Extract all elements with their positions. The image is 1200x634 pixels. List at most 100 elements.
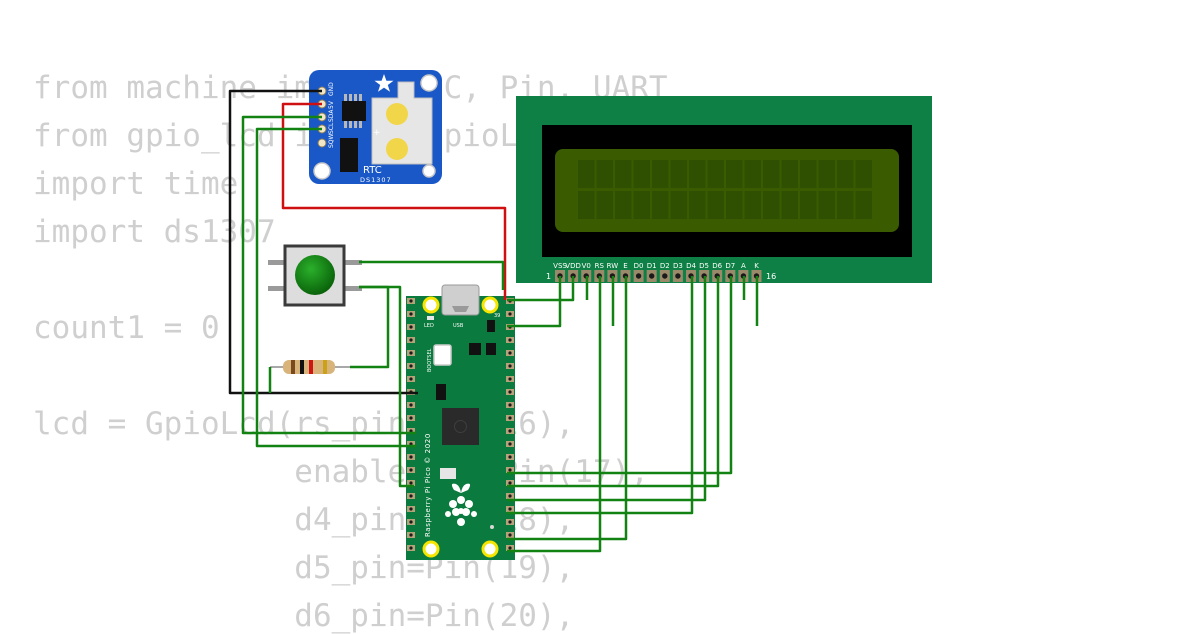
code-line: d6_pin=Pin(20),: [33, 598, 575, 634]
svg-text:+: +: [373, 128, 381, 138]
pico-gpio-pin-hole: [409, 455, 413, 459]
button-leg: [268, 286, 286, 291]
wire-lcd-d5[interactable]: [507, 276, 707, 502]
pico-gpio-pin-hole: [508, 390, 512, 394]
rtc-chip: [342, 94, 366, 128]
lcd-pin-label: D3: [673, 262, 683, 270]
wire-scl[interactable]: [255, 127, 416, 448]
board-label: Raspberry Pi Pico © 2020: [424, 433, 432, 537]
resistor-band: [300, 360, 304, 374]
rtc-pin-label: SCL: [328, 122, 335, 134]
raspberry-pi-pico-board[interactable]: LED USB 39 BOOTSEL Raspberry Pi Pico © 2…: [406, 284, 515, 560]
pico-gpio-pin-hole: [409, 520, 413, 524]
wire-lcd-vdd[interactable]: [507, 276, 575, 302]
usb-port[interactable]: [441, 284, 480, 316]
lcd-character-cells: [578, 160, 872, 219]
smd-component: [486, 343, 496, 355]
lcd-pin-label: E: [623, 262, 627, 270]
pico-gpio-pin-hole: [508, 416, 512, 420]
pico-gpio-pin-hole: [508, 507, 512, 511]
lcd-pin-hole: [649, 273, 655, 279]
pico-gpio-pin-hole: [508, 442, 512, 446]
lcd-char-cell: [744, 160, 761, 188]
rtc-battery-contact: [386, 138, 408, 160]
pico-mounting-hole: [422, 296, 440, 314]
rtc-pin-label: GND: [328, 82, 335, 96]
wire-5v[interactable]: [281, 102, 507, 300]
pico-gpio-pin-hole: [409, 351, 413, 355]
rtc-pin[interactable]: [317, 138, 327, 148]
wire-button-gpio[interactable]: [359, 285, 414, 488]
lcd-pin-label: VSS: [553, 262, 567, 270]
pico-gpio-pin-hole: [508, 468, 512, 472]
resistor-band: [291, 360, 295, 374]
pico-mounting-hole: [422, 540, 440, 558]
resistor-band: [309, 360, 313, 374]
pico-gpio-pin-hole: [409, 312, 413, 316]
lcd-char-cell: [781, 191, 798, 219]
wire-lcd-d4[interactable]: [507, 276, 694, 515]
lcd-char-cell: [837, 191, 854, 219]
wires: [228, 89, 759, 553]
rtc-mounting-hole: [422, 164, 436, 178]
lcd-char-cell: [578, 160, 595, 188]
lcd-pin-label: RS: [595, 262, 605, 270]
wire-lcd-d7[interactable]: [507, 276, 733, 475]
lcd-char-cell: [763, 160, 780, 188]
rtc-mounting-hole: [420, 74, 438, 92]
pico-gpio-pin-hole: [409, 468, 413, 472]
lcd-char-cell: [707, 160, 724, 188]
resistor-band: [323, 360, 327, 374]
pico-gpio-pin-hole: [508, 533, 512, 537]
wire-lcd-rs[interactable]: [507, 276, 602, 553]
lcd-char-cell: [596, 160, 613, 188]
lcd-pin-hole: [662, 273, 668, 279]
usb-label: USB: [453, 323, 464, 329]
button-cap[interactable]: [295, 255, 335, 295]
smd-component: [469, 343, 481, 355]
rtc-pin-label: 5V: [328, 100, 335, 109]
rtc-pin-label: SQW: [328, 133, 335, 148]
lcd-first-pin-number: 1: [546, 272, 551, 281]
bootsel-label: BOOTSEL: [427, 348, 433, 372]
lcd-char-cell: [670, 160, 687, 188]
lcd-char-cell: [726, 191, 743, 219]
pico-gpio-pin-hole: [508, 364, 512, 368]
lcd-char-cell: [855, 191, 872, 219]
lcd-char-cell: [763, 191, 780, 219]
pico-gpio-pin-hole: [409, 377, 413, 381]
lcd-pin-label: VDD: [565, 262, 581, 270]
lcd-char-cell: [800, 160, 817, 188]
wire-lcd-d6[interactable]: [507, 276, 720, 488]
wire-lcd-e[interactable]: [507, 276, 628, 541]
pico-gpio-pin-hole: [409, 416, 413, 420]
lcd-char-cell: [837, 160, 854, 188]
rp2040-chip: [442, 408, 479, 445]
pico-gpio-pin-hole: [409, 403, 413, 407]
lcd-char-cell: [615, 191, 632, 219]
push-button[interactable]: [268, 244, 362, 307]
lcd-pin-label: D1: [647, 262, 657, 270]
pico-gpio-pin-hole: [508, 377, 512, 381]
wire-button-power[interactable]: [359, 260, 505, 290]
bootsel-button[interactable]: [433, 344, 452, 366]
wire-sda[interactable]: [241, 115, 416, 435]
pin-number-label: 39: [494, 313, 500, 319]
lcd-char-cell: [689, 191, 706, 219]
pico-gpio-pin-hole: [409, 533, 413, 537]
led-label: LED: [424, 323, 434, 329]
pico-gpio-pin-hole: [409, 507, 413, 511]
lcd-char-cell: [670, 191, 687, 219]
rtc-crystal: [340, 138, 358, 172]
resistor[interactable]: [270, 360, 350, 374]
pico-gpio-pin-hole: [508, 520, 512, 524]
lcd-char-cell: [744, 191, 761, 219]
wire-button-resistor[interactable]: [350, 285, 390, 369]
wire-gnd[interactable]: [228, 89, 418, 395]
wire-lcd-vss[interactable]: [507, 276, 562, 328]
pico-mounting-hole: [481, 540, 499, 558]
